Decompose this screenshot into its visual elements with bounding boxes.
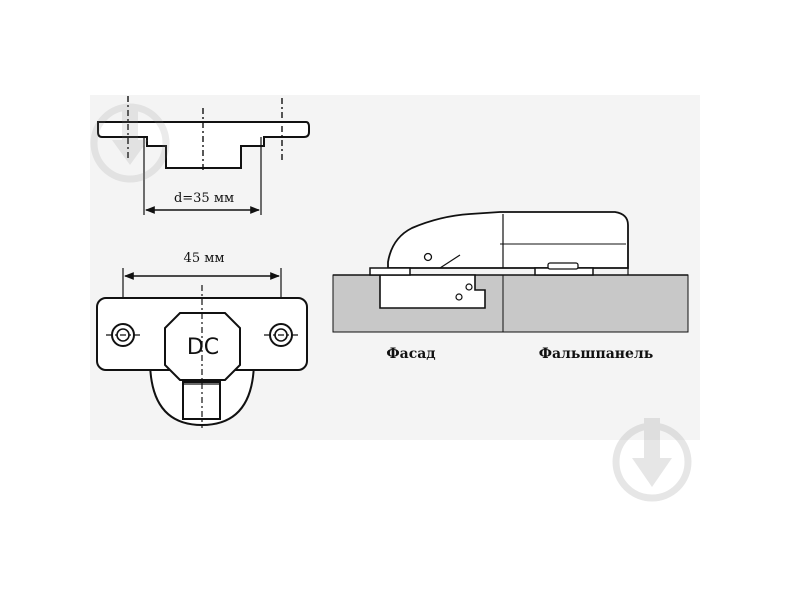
cup-marking: DC	[187, 335, 219, 360]
top-view-centerlines	[127, 96, 283, 172]
download-arrow-icon	[90, 103, 170, 183]
top-view-extension-lines	[143, 137, 262, 215]
cup-recess	[379, 274, 486, 309]
width-label: 45 мм	[184, 251, 225, 266]
cup-flange	[369, 267, 411, 276]
false-panel-label: Фальшпанель	[539, 346, 654, 362]
facade-label: Фасад	[386, 346, 435, 362]
front-view-centerlines	[106, 285, 298, 428]
hinge-arm	[387, 211, 629, 269]
false-panel	[502, 274, 689, 333]
diameter-label: d=35 мм	[174, 191, 234, 206]
download-arrow-icon	[612, 418, 692, 502]
